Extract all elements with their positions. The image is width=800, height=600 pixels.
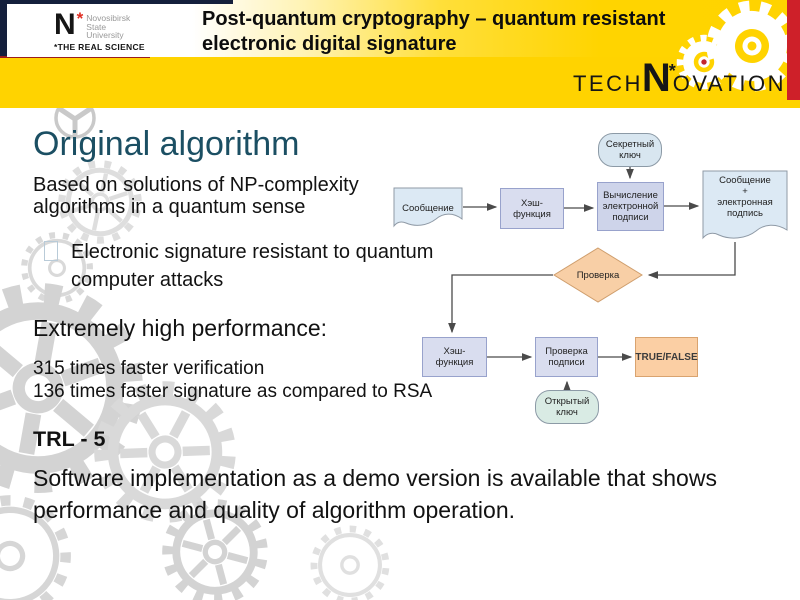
red-corner-strip	[787, 0, 800, 100]
flow-label: Сообщение + электронная подпись	[717, 175, 773, 219]
technovation-logo: TECH N * OVATION	[573, 56, 786, 100]
description: Software implementation as a demo versio…	[33, 465, 717, 523]
flow-label: Секретный ключ	[605, 139, 655, 161]
maroon-divider	[0, 56, 150, 58]
brand-ovation: OVATION	[672, 71, 786, 96]
nsu-org-line: State	[86, 21, 107, 32]
flow-label: Проверка	[576, 269, 620, 281]
nsu-logo: N * Novosibirsk State University *THE RE…	[7, 4, 190, 57]
diamond-shape	[553, 247, 643, 303]
flow-node-verify-signature: Проверка подписи	[535, 337, 598, 377]
flow-label: TRUE/FALSE	[635, 351, 698, 363]
page-title: Original algorithm	[33, 125, 300, 163]
flow-node-compute-signature: Вычисление электронной подписи	[597, 182, 664, 231]
yellow-band	[0, 57, 800, 108]
document-shape	[702, 170, 788, 240]
bullet-glyph	[44, 241, 58, 261]
subheading: Based on solutions of NP-complexity algo…	[33, 174, 359, 218]
flow-label: Открытый ключ	[544, 396, 590, 418]
nsu-org-line: University	[86, 30, 124, 40]
flow-node-public-key: Открытый ключ	[535, 390, 599, 424]
flow-node-check: Проверка	[553, 247, 643, 303]
flow-node-secret-key: Секретный ключ	[598, 133, 662, 167]
performance-line: 136 times faster signature as compared t…	[33, 381, 433, 402]
flow-node-message: Сообщение	[393, 187, 463, 229]
flow-node-hash-verify: Хэш- функция	[422, 337, 487, 377]
nsu-logo-n: N	[54, 8, 76, 41]
flow-label: Хэш- функция	[435, 346, 474, 368]
flow-node-message-signature: Сообщение + электронная подпись	[702, 170, 788, 242]
nsu-logo-asterisk: *	[76, 9, 84, 28]
bullet-text: Electronic signature resistant to quantu…	[71, 241, 434, 291]
gear-icon	[310, 525, 390, 600]
navy-border-left	[0, 0, 7, 58]
flow-label: Вычисление электронной подписи	[602, 190, 659, 223]
flow-label: Хэш- функция	[513, 197, 551, 220]
navy-border-top	[0, 0, 233, 4]
flow-node-hash-sign: Хэш- функция	[500, 188, 564, 229]
flow-label: Сообщение	[402, 202, 454, 214]
nsu-org-line: Novosibirsk	[86, 13, 131, 23]
brand-tech: TECH	[572, 71, 643, 96]
performance-title: Extremely high performance:	[33, 315, 328, 341]
slide-title: Post-quantum cryptography – quantum resi…	[202, 8, 666, 55]
performance-line: 315 times faster verification	[33, 358, 265, 379]
flow-node-result: TRUE/FALSE	[635, 337, 698, 377]
trl-level: TRL - 5	[33, 427, 106, 451]
document-shape	[393, 187, 463, 228]
flow-label: Проверка подписи	[545, 346, 588, 368]
nsu-tagline: *THE REAL SCIENCE	[54, 41, 145, 52]
brand-n: N	[641, 56, 671, 100]
brand-asterisk: *	[668, 61, 676, 81]
